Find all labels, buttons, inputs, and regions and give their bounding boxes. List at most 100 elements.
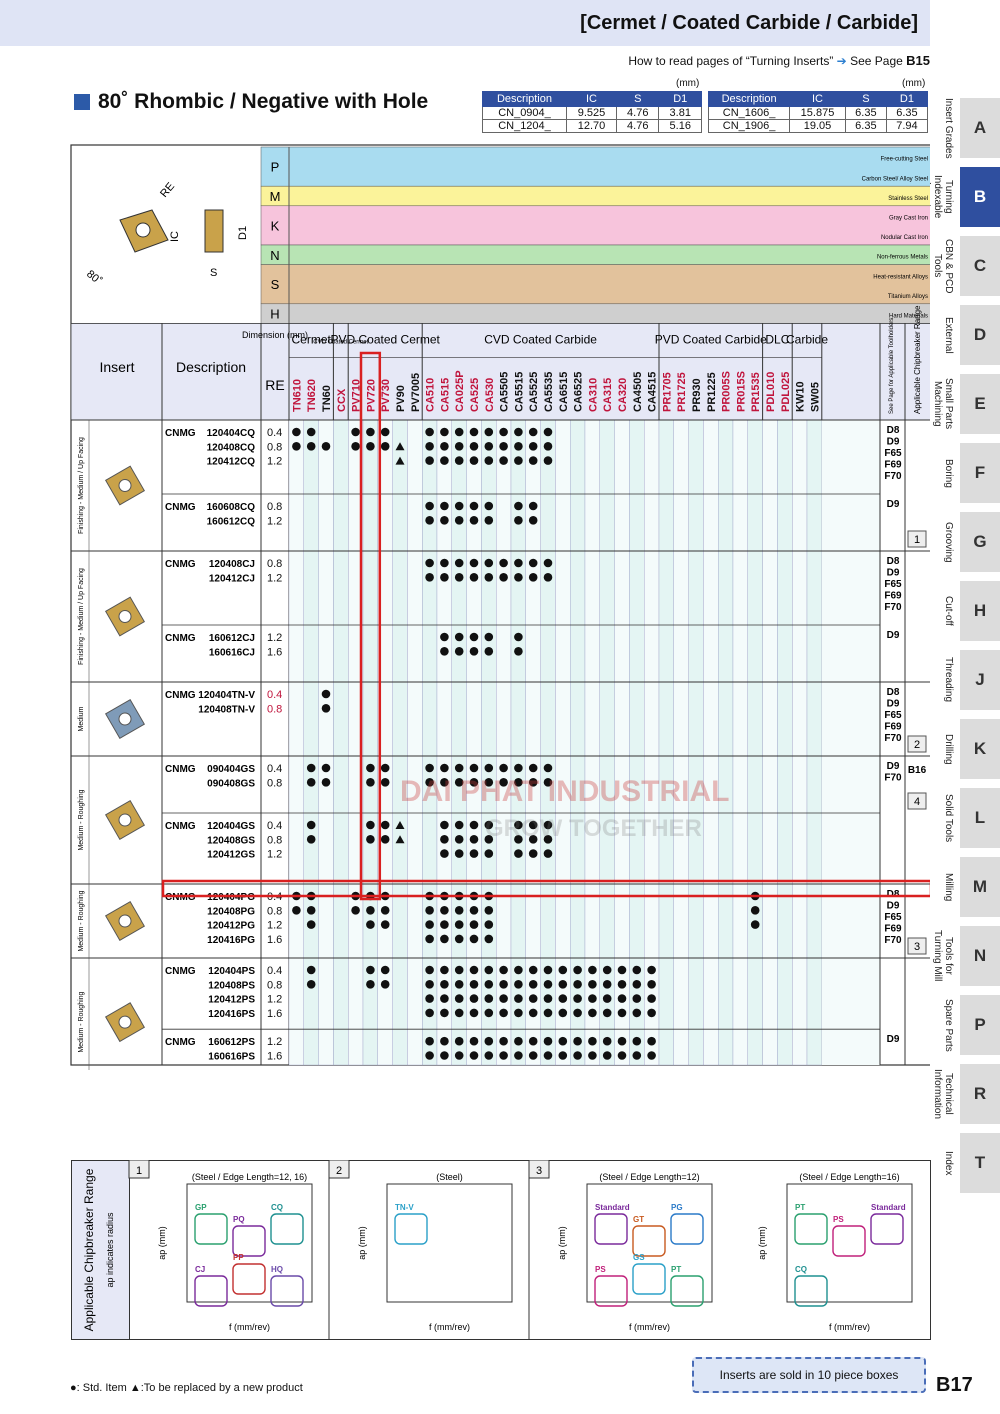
std-item-dot (425, 980, 434, 989)
range-region-label: PS (595, 1265, 606, 1274)
std-item-dot (499, 456, 508, 465)
range-box (907, 735, 927, 753)
std-item-dot (351, 442, 360, 451)
material-label: Hard Materials (889, 314, 928, 320)
legend: ●: Std. Item ▲:To be replaced by a new p… (70, 1382, 303, 1394)
std-item-dot (366, 442, 375, 451)
std-item-dot (469, 980, 479, 989)
std-item-dot (440, 558, 449, 568)
range-title: Applicable Chipbreaker Range (82, 1168, 96, 1331)
re-value: 1.6 (267, 934, 282, 946)
grade-tn60: TN60 (321, 385, 333, 412)
std-item-dot (558, 965, 568, 975)
std-item-dot (380, 820, 390, 830)
std-item-dot (602, 1036, 612, 1046)
std-item-dot (514, 516, 523, 525)
description-prefix: CNMG (165, 821, 196, 832)
std-item-dot (425, 516, 434, 525)
std-item-dot (528, 1008, 538, 1018)
range-region (270, 1213, 304, 1245)
re-value: 1.6 (267, 646, 282, 658)
std-item-dot (425, 934, 434, 944)
std-item-dot (514, 442, 523, 451)
std-item-dot (484, 1051, 494, 1060)
index-tab-letter: J (960, 650, 1000, 710)
std-item-dot (484, 632, 494, 642)
index-tab-letter: K (960, 719, 1000, 779)
index-tab-label: CBN & PCD Tools (932, 238, 954, 294)
re-value: 1.2 (267, 849, 282, 861)
index-tab-b[interactable]: Turning Indexable InsertsB (921, 161, 1000, 230)
grade-ca5505: CA5505 (499, 372, 511, 412)
std-item-dot (454, 456, 464, 465)
s-label: S (210, 267, 217, 279)
std-item-dot (454, 906, 464, 915)
application-label: Finishing - Medium / Up Facing (78, 437, 85, 534)
unit-label-2: (mm) (902, 78, 926, 89)
index-tab-label: Insert Grades (943, 97, 954, 159)
unit-label-1: (mm) (676, 78, 700, 89)
table-header (70, 322, 930, 421)
dim-cell: 9.525 (565, 106, 618, 120)
material-row-m (260, 185, 930, 207)
dim-cell: 7.94 (885, 119, 929, 133)
range-condition: (Steel / Edge Length=12) (599, 1172, 699, 1182)
std-item-dot (454, 849, 464, 858)
description-code: 160608CQ (207, 502, 256, 513)
grade-pv710: PV710 (351, 379, 363, 412)
std-item-dot (425, 778, 434, 787)
range-condition: (Steel / Edge Length=12, 16) (192, 1172, 307, 1182)
see-page-ref: B15 (906, 53, 930, 68)
material-label: Carbon Steel/ Alloy Steel (862, 176, 928, 182)
see-page-ref: F70 (884, 471, 902, 482)
description-prefix: CNMG (165, 502, 196, 513)
std-item-dot (306, 427, 316, 437)
std-item-dot (454, 934, 464, 944)
grade-group-label: Cermet (292, 332, 332, 346)
see-page-ref: D9 (887, 699, 900, 710)
material-code: K (271, 218, 280, 233)
index-tab-letter: R (960, 1064, 1000, 1124)
std-item-dot (469, 849, 479, 858)
description-code: 090404GS (207, 764, 255, 775)
std-item-dot (469, 558, 479, 568)
std-item-dot (440, 1008, 449, 1018)
std-item-dot (440, 573, 449, 582)
std-item-dot (484, 980, 494, 989)
range-region-label: Standard (595, 1203, 630, 1212)
std-item-dot (528, 558, 538, 568)
std-item-dot (499, 1008, 508, 1018)
insert-hole (135, 222, 151, 238)
std-item-dot (499, 1036, 508, 1046)
see-page-ref: D8 (887, 889, 900, 900)
material-label: Heat-resistant Alloys (873, 274, 928, 280)
std-item-dot (484, 965, 494, 975)
std-item-dot (514, 1051, 523, 1060)
std-item-dot (321, 704, 331, 713)
std-item-dot (543, 442, 553, 451)
see-page-ref: D8 (887, 687, 900, 698)
read-hint[interactable]: How to read pages of “Turning Inserts” ➔… (628, 53, 930, 68)
grade-ca320: CA320 (617, 378, 629, 412)
description-code: 120412GS (207, 850, 255, 861)
grade-ca5525: CA5525 (528, 372, 540, 412)
std-item-dot (543, 1036, 553, 1046)
std-item-dot (469, 632, 479, 642)
std-item-dot (617, 1051, 627, 1060)
watermark: DAI PHAT INDUSTRIAL (400, 775, 730, 808)
